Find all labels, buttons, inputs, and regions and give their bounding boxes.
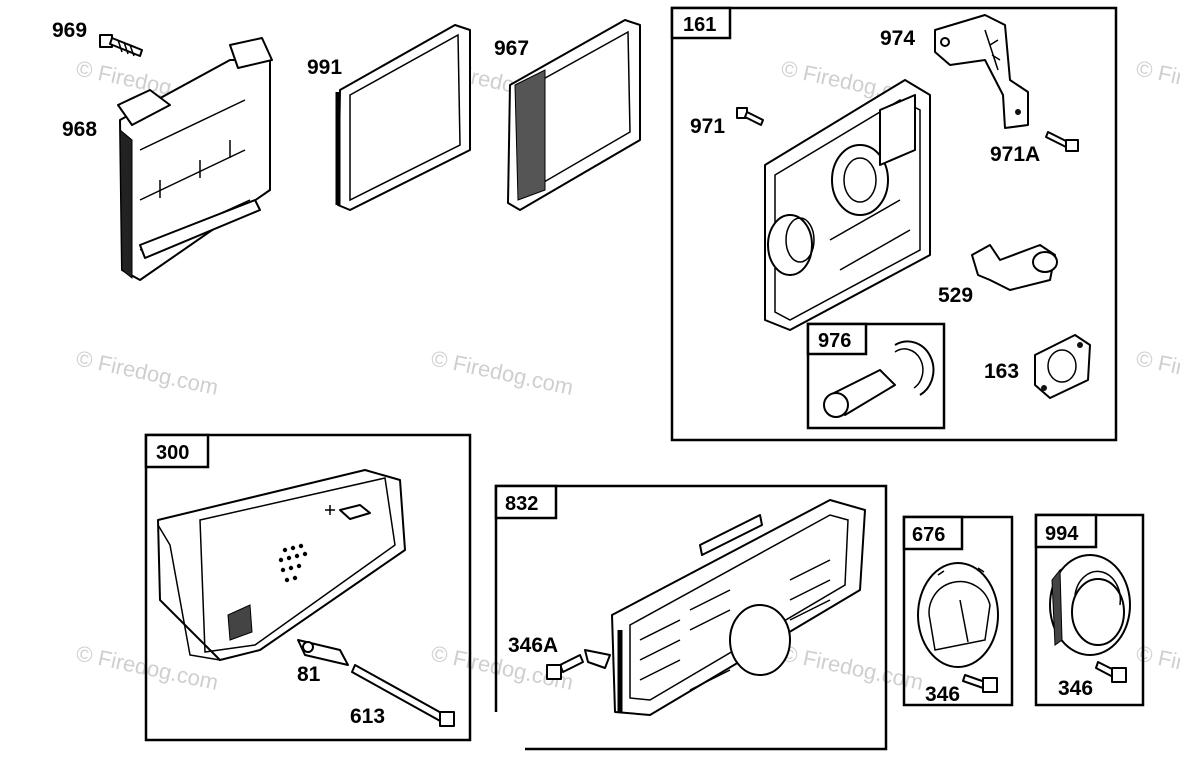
gasket-163-icon [1034, 334, 1091, 399]
callout-971a: 971A [990, 143, 1040, 166]
kit-box-832: 832 [485, 484, 888, 752]
callout-974: 974 [880, 27, 915, 50]
screw-346-icon [1095, 661, 1127, 683]
screw-971a-icon [1045, 131, 1079, 152]
muffler-300-icon [157, 469, 406, 661]
callout-971: 971 [690, 115, 725, 138]
watermark: © Firedog.com [429, 345, 576, 400]
kit-box-300: 300 [144, 433, 472, 742]
primer-bulb-icon [823, 340, 935, 418]
box-label-976: 976 [818, 330, 851, 352]
box-label-676: 676 [912, 524, 945, 546]
screw-346-icon [962, 674, 998, 693]
kit-box-994: 994 [1034, 513, 1145, 707]
watermark: © Firedog.com [1134, 345, 1180, 400]
watermark: © Firedog.com [74, 345, 221, 400]
watermark: © Firedog.com [74, 640, 221, 695]
callout-529: 529 [938, 284, 973, 307]
heat-shield-832-icon [584, 499, 866, 716]
callout-81: 81 [297, 663, 321, 686]
box-label-300: 300 [156, 442, 189, 464]
watermark: © Firedog.com [1134, 55, 1180, 110]
callout-346a: 346A [508, 634, 558, 657]
callout-969: 969 [52, 19, 87, 42]
box-label-832: 832 [505, 493, 538, 515]
bracket-974-icon [934, 14, 1029, 129]
kit-box-676: 676 [902, 515, 1014, 707]
air-filter-991-icon [335, 24, 471, 211]
long-bolt-613-icon [351, 664, 455, 727]
callout-163: 163 [984, 360, 1019, 383]
screw-971-icon [736, 107, 764, 126]
air-cleaner-base-968-icon [117, 37, 273, 281]
callout-967: 967 [494, 37, 529, 60]
spark-arrester-676-icon [917, 562, 999, 668]
bolt-969-icon [99, 34, 143, 57]
box-label-994: 994 [1045, 523, 1079, 545]
callout-613: 613 [350, 705, 385, 728]
callout-968: 968 [62, 118, 97, 141]
tab-81-icon [297, 639, 349, 666]
callout-346-994: 346 [1058, 677, 1093, 700]
pre-cleaner-967-icon [507, 19, 641, 211]
deflector-994-icon [1049, 554, 1131, 656]
screw-346a-icon [546, 654, 584, 680]
watermark: © Firedog.com [1134, 640, 1180, 695]
callout-991: 991 [307, 56, 342, 79]
box-label-161: 161 [683, 14, 716, 36]
kit-box-161: 161 [670, 6, 1118, 442]
carburetor-base-icon [764, 79, 931, 331]
callout-346-676: 346 [925, 683, 960, 706]
elbow-529-icon [971, 244, 1058, 291]
